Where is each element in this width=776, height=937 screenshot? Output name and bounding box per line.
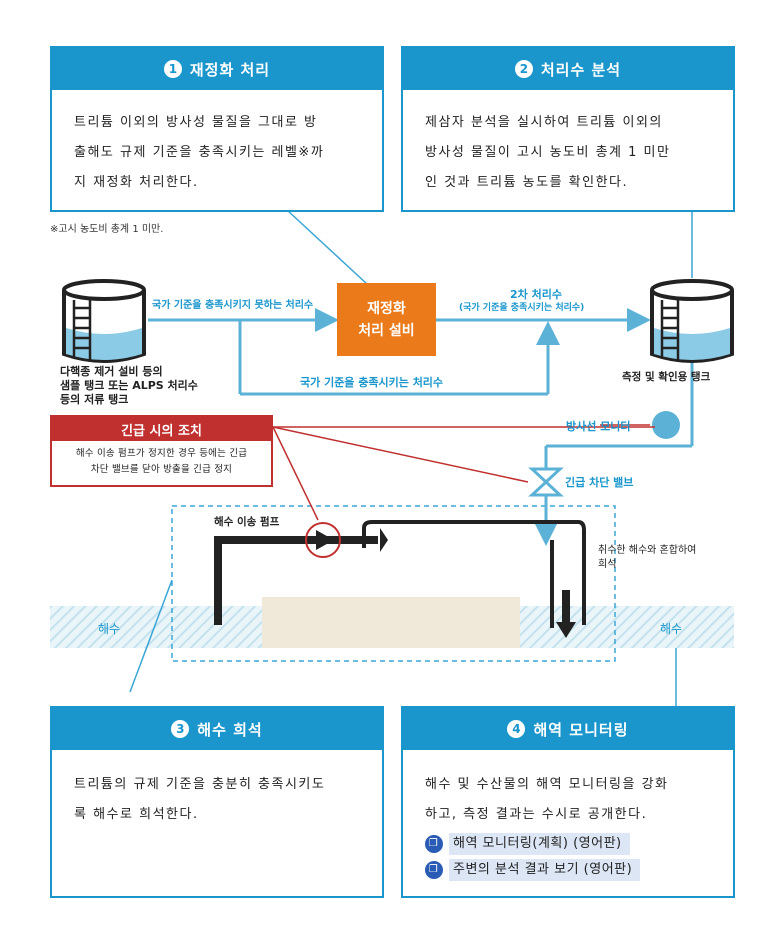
secondary-sub-label: (국가 기준을 충족시키는 처리수): [459, 303, 585, 313]
not-meeting-label: 국가 기준을 충족시키지 못하는 처리수: [152, 300, 314, 311]
link-analysis-results[interactable]: ❐ 주변의 분석 결과 보기 (영어판): [425, 858, 711, 882]
sea-band-right: [520, 606, 734, 648]
emergency-valve-icon: [528, 467, 564, 497]
step-number-icon: 4: [507, 720, 526, 738]
radiation-monitor-icon: [652, 411, 680, 439]
step-number-icon: 2: [514, 60, 533, 78]
step-number-icon: 3: [171, 720, 190, 738]
discharge-boundary: [171, 505, 616, 662]
measurement-tank-icon: [650, 279, 734, 363]
meeting-label: 국가 기준을 충족시키는 처리수: [300, 376, 444, 389]
step-box-retreatment: 1 재정화 처리 트리튬 이외의 방사성 물질을 그대로 방 출해도 규제 기준…: [50, 46, 384, 212]
step-box-title: 4 해역 모니터링: [403, 708, 733, 750]
sea-band-left: [50, 606, 262, 648]
sea-left-label: 해수: [98, 622, 121, 636]
emergency-title: 긴급 시의 조치: [52, 417, 271, 441]
link-monitoring-plan[interactable]: ❐ 해역 모니터링(계획) (영어판): [425, 832, 711, 856]
valve-label: 긴급 차단 밸브: [565, 476, 634, 489]
mix-label: 취수한 해수와 혼합하여 희석: [598, 545, 697, 570]
left-tank-label: 다핵종 제거 설비 등의 샘플 탱크 또는 ALPS 처리수 등의 저류 탱크: [60, 365, 198, 406]
step-box-dilution: 3 해수 희석 트리튬의 규제 기준을 충분히 충족시키도 록 해수로 희석한다…: [50, 706, 384, 898]
retreatment-facility: 재정화 처리 설비: [337, 283, 436, 356]
step-box-monitoring: 4 해역 모니터링 해수 및 수산물의 해역 모니터링을 강화 하고, 측정 결…: [401, 706, 735, 898]
step-box-text: 트리튬의 규제 기준을 충분히 충족시키도 록 해수로 희석한다.: [74, 777, 326, 822]
step-box-text: 트리튬 이외의 방사성 물질을 그대로 방 출해도 규제 기준을 충족시키는 레…: [74, 115, 325, 190]
storage-tank-icon: [62, 279, 146, 363]
step-box-title: 3 해수 희석: [52, 708, 382, 750]
right-tank-label: 측정 및 확인용 탱크: [622, 371, 711, 383]
sea-right-label: 해수: [660, 622, 683, 636]
step-box-title: 1 재정화 처리: [52, 48, 382, 90]
footnote: ※고시 농도비 총계 1 미만.: [50, 224, 164, 235]
step-box-text: 해수 및 수산물의 해역 모니터링을 강화 하고, 측정 결과는 수시로 공개한…: [403, 750, 733, 882]
radiation-monitor-label: 방사선 모니터: [566, 420, 631, 433]
external-link-icon: ❐: [425, 861, 443, 879]
emergency-text: 해수 이송 펌프가 정지한 경우 등에는 긴급 차단 밸브를 닫아 방출을 긴급…: [75, 448, 248, 475]
step-number-icon: 1: [163, 60, 182, 78]
step-box-text: 제삼자 분석을 실시하여 트리튬 이외의 방사성 물질이 고시 농도비 총계 1…: [425, 115, 671, 190]
secondary-label: 2차 처리수: [510, 288, 562, 301]
pump-label: 해수 이송 펌프: [214, 516, 280, 528]
emergency-box: 긴급 시의 조치 해수 이송 펌프가 정지한 경우 등에는 긴급 차단 밸브를 …: [50, 415, 273, 487]
external-link-icon: ❐: [425, 835, 443, 853]
sand-area: [262, 597, 520, 648]
step-box-analysis: 2 처리수 분석 제삼자 분석을 실시하여 트리튬 이외의 방사성 물질이 고시…: [401, 46, 735, 212]
pump-highlight-circle: [305, 522, 341, 558]
step-box-title: 2 처리수 분석: [403, 48, 733, 90]
